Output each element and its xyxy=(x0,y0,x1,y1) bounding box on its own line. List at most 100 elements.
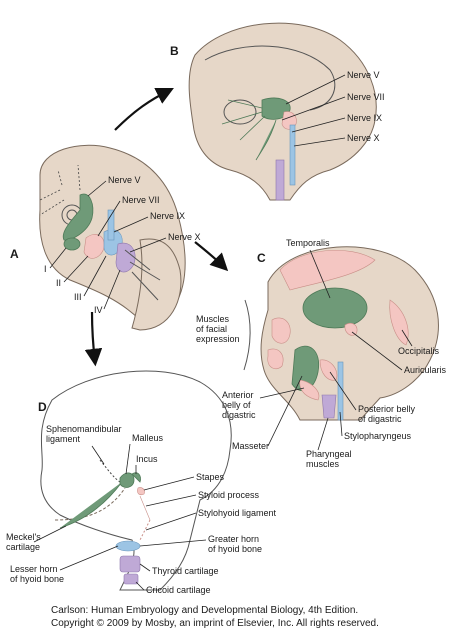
panel-a-nerve-x-leader xyxy=(129,237,167,253)
panel-a-letter: A xyxy=(10,247,19,261)
embryo-nerve-ix xyxy=(107,209,115,241)
incus-label: Incus xyxy=(136,454,158,464)
arch-iii-leader xyxy=(83,255,107,297)
arrow-a-to-d xyxy=(84,311,103,367)
embryo-body-outline xyxy=(131,238,182,331)
thyroid-label: Thyroid cartilage xyxy=(152,566,219,576)
malleus-label: Malleus xyxy=(132,433,164,443)
caption-line-1: Carlson: Human Embryology and Developmen… xyxy=(51,605,358,616)
fetus-eye xyxy=(223,99,257,125)
panel-b-nerve-ix-leader xyxy=(291,117,346,133)
meckels-leader xyxy=(33,525,67,543)
temporalis-label: Temporalis xyxy=(286,238,330,248)
fetus-nerve-v-ganglion xyxy=(261,97,291,120)
panel-b-nerve-ix-label: Nerve IX xyxy=(347,113,382,123)
mandible-outline xyxy=(54,487,126,521)
arch-i-label: I xyxy=(44,264,47,274)
anterior-belly-leader xyxy=(259,387,305,399)
embryo-nerve-v xyxy=(62,193,94,241)
caption-line-2: Copyright © 2009 by Mosby, an imprint of… xyxy=(51,618,379,629)
panel-a-nerve-x-label: Nerve X xyxy=(168,232,201,242)
panel-b: B Nerve V Nerve VII Nerve IX Nerve X xyxy=(170,22,385,201)
panel-a-nerve-vii-leader xyxy=(97,200,121,237)
dotted-arrow-2 xyxy=(39,199,65,216)
dotted-arrow-4 xyxy=(77,164,81,191)
pharyngeal-muscles xyxy=(321,394,337,419)
stylopharyngeus-leader xyxy=(339,411,343,437)
greater-horn-leader xyxy=(139,539,207,547)
temporalis-leader xyxy=(309,249,331,299)
occipitalis-muscle xyxy=(389,299,409,346)
panel-a-nerve-v-leader xyxy=(87,180,107,197)
malleus-shape xyxy=(119,472,135,488)
stapes-leader xyxy=(143,476,195,491)
arch-iv-leader xyxy=(103,269,121,310)
orbicularis-oculi xyxy=(271,317,291,344)
malleus-leader xyxy=(125,443,131,475)
temporalis-muscle xyxy=(302,287,368,329)
panel-b-nerve-x-label: Nerve X xyxy=(347,133,380,143)
arrow-a-to-c xyxy=(194,241,229,272)
hyoid-shape xyxy=(115,540,141,552)
panel-b-letter: B xyxy=(170,44,179,58)
occipitalis-leader xyxy=(401,329,413,347)
panel-b-nerve-x-leader xyxy=(293,137,346,147)
frontalis-muscle xyxy=(279,250,376,291)
dotted-arrow-3 xyxy=(57,169,63,186)
fetus-larynx xyxy=(275,159,285,201)
sphenomandibular-leader xyxy=(91,445,105,465)
panel-b-nerve-v-leader xyxy=(285,74,346,105)
panel-b-nerve-vii-label: Nerve VII xyxy=(347,92,385,102)
panel-a-nerve-ix-label: Nerve IX xyxy=(150,211,185,221)
panel-b-nerve-vii-leader xyxy=(281,96,346,121)
panel-a-nerve-vii-label: Nerve VII xyxy=(122,195,160,205)
incus-shape xyxy=(131,472,141,483)
auricularis-muscle xyxy=(344,322,358,336)
masseter-muscle xyxy=(291,345,320,392)
stapes-shape xyxy=(137,487,145,496)
fetus-nerve-vii xyxy=(255,119,277,161)
arch-iv-label: IV xyxy=(94,305,103,315)
arch-ii-label: II xyxy=(56,278,61,288)
posterior-belly-leader xyxy=(329,371,357,411)
panel-a: A Nerve V Nerve VII Nerve IX Nerve X I I… xyxy=(10,144,201,331)
stylohyoid-label: Stylohyoid ligament xyxy=(198,508,277,518)
cricoid-shape xyxy=(123,573,139,585)
arch-ii-leader xyxy=(63,255,89,283)
masseter-label: Masseter xyxy=(232,441,269,451)
fetus-nerve-x xyxy=(289,124,296,186)
occipitalis-label: Occipitalis xyxy=(398,346,440,356)
panel-c-letter: C xyxy=(257,251,266,265)
thyroid-leader xyxy=(139,563,151,572)
pharyngeal-leader xyxy=(317,417,329,451)
panel-d-letter: D xyxy=(38,400,47,414)
meckels-cartilage-shape xyxy=(59,481,123,529)
stapes-label: Stapes xyxy=(196,472,225,482)
arrow-a-to-b xyxy=(114,88,174,131)
orbicularis-oris xyxy=(267,348,284,369)
panel-b-nerve-v-label: Nerve V xyxy=(347,70,380,80)
panel-c: C Temporalis Occipitalis Auricularis Mus… xyxy=(196,238,447,469)
embryo-arch-i-nerve xyxy=(63,237,81,251)
styloid-leader xyxy=(145,494,197,507)
stylopharyngeus-label: Stylopharyngeus xyxy=(344,431,412,441)
embryo-spinal-nerves xyxy=(124,249,161,301)
masseter-leader xyxy=(267,375,303,447)
stylohyoid-leader xyxy=(145,512,197,531)
lesser-horn-leader xyxy=(59,545,119,571)
auricularis-label: Auricularis xyxy=(404,365,447,375)
stylopharyngeus-muscle xyxy=(337,361,344,421)
thyroid-shape xyxy=(119,555,141,573)
facial-expression-bracket xyxy=(243,299,251,371)
sphenomandibular-shape xyxy=(99,459,121,483)
cricoid-leader xyxy=(135,581,145,591)
